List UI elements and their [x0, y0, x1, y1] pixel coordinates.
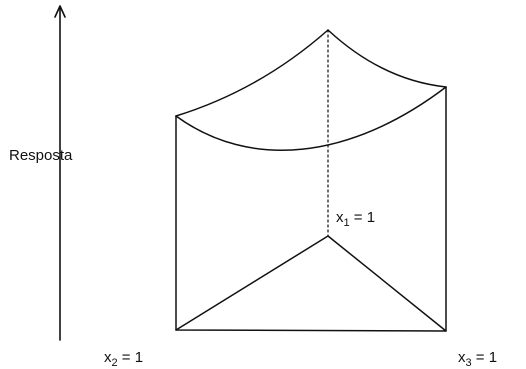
base-simplex-triangle: [175, 235, 447, 332]
response-surface-back-right-edge: [327, 29, 447, 88]
response-axis-arrowhead: [54, 5, 66, 18]
response-surface-back-left-edge: [175, 29, 329, 117]
response-axis-label: Resposta: [9, 147, 73, 164]
vertex-label-x2: x2 = 1: [104, 349, 143, 369]
vertex-label-x1: x1 = 1: [336, 209, 375, 229]
vertex-label-x3: x3 = 1: [458, 349, 497, 369]
response-surface-front-edge: [175, 86, 447, 151]
